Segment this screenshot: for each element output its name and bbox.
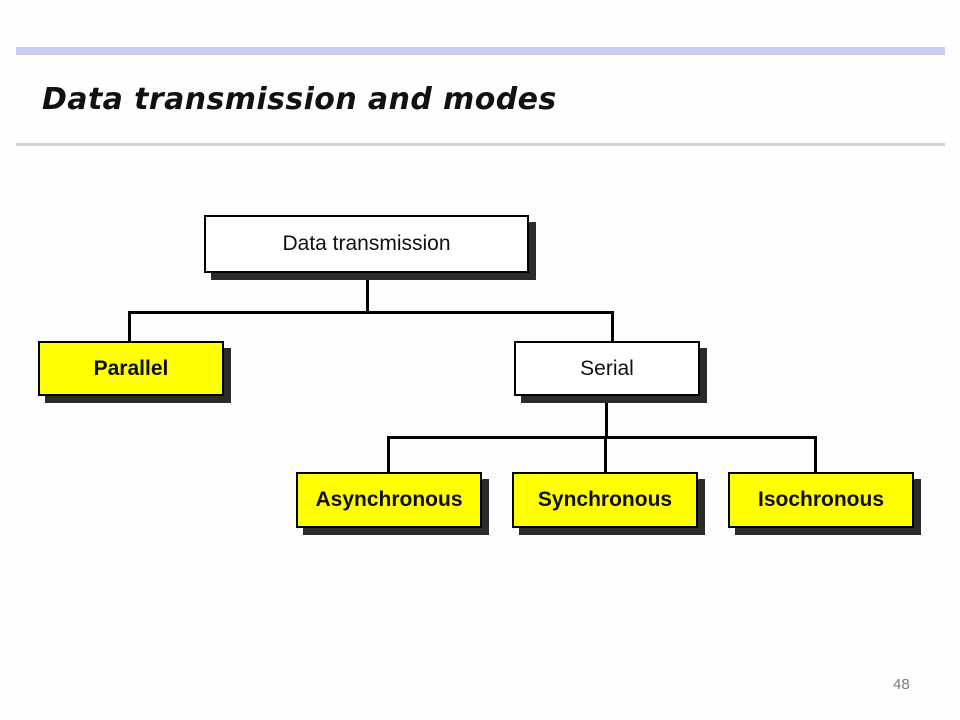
connector-to-serial bbox=[611, 311, 614, 343]
page-number: 48 bbox=[893, 676, 910, 693]
page-title: Data transmission and modes bbox=[42, 82, 557, 117]
connector-serial-down bbox=[605, 396, 608, 438]
connector-to-asynchronous bbox=[387, 436, 390, 474]
node-asynchronous[interactable]: Asynchronous bbox=[296, 472, 482, 528]
title-divider bbox=[16, 143, 945, 146]
node-synchronous[interactable]: Synchronous bbox=[512, 472, 698, 528]
connector-to-synchronous bbox=[604, 436, 607, 474]
node-data-transmission[interactable]: Data transmission bbox=[204, 215, 529, 273]
connector-to-parallel bbox=[128, 311, 131, 343]
connector-root-down bbox=[366, 273, 369, 313]
accent-bar bbox=[16, 47, 945, 55]
node-serial[interactable]: Serial bbox=[514, 341, 700, 396]
node-parallel[interactable]: Parallel bbox=[38, 341, 224, 396]
connector-level1-bus bbox=[128, 311, 614, 314]
connector-level2-bus bbox=[387, 436, 817, 439]
connector-to-isochronous bbox=[814, 436, 817, 474]
node-isochronous[interactable]: Isochronous bbox=[728, 472, 914, 528]
